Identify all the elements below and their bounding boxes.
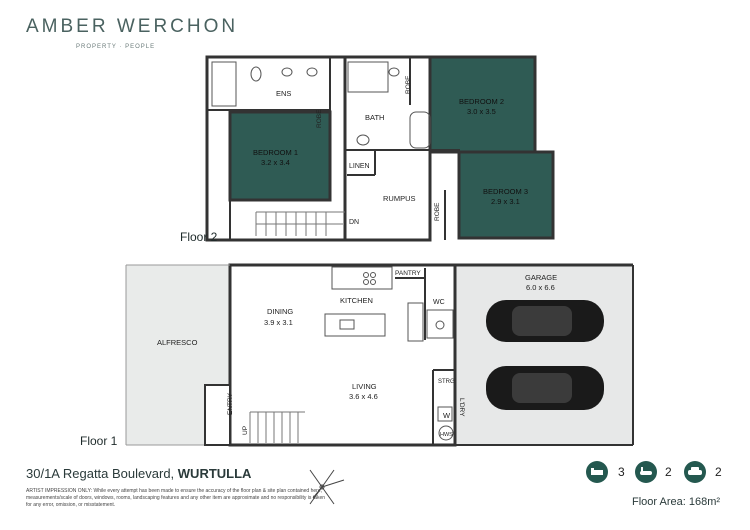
label-living: LIVING [352,382,377,391]
label-dining-dim: 3.9 x 3.1 [264,318,293,327]
label-robe-3: ROBE [434,202,441,221]
address-street: 30/1A Regatta Boulevard, [26,466,178,481]
label-bedroom-1-dim: 3.2 x 3.4 [261,158,290,167]
label-linen: LINEN [349,163,370,170]
label-bedroom-2-dim: 3.0 x 3.5 [467,107,496,116]
floor1-wall [228,263,457,447]
car-icon [486,300,604,410]
label-bedroom-1: BEDROOM 1 [253,148,298,157]
label-bedroom-3-dim: 2.9 x 3.1 [491,197,520,206]
label-bedroom-3: BEDROOM 3 [483,187,528,196]
bed-icon [586,461,608,483]
bedroom-3-area [457,150,555,240]
bed-count: 3 [618,465,625,479]
label-bath: BATH [365,113,384,122]
label-garage-dim: 6.0 x 6.6 [526,283,555,292]
bath-icon [635,461,657,483]
label-dn: DN [349,219,359,226]
address-suburb: WURTULLA [177,466,252,481]
bedroom-2-area [428,55,537,154]
brand-name: AMBER WERCHON [26,16,239,37]
label-pantry: PANTRY [395,270,421,277]
bath-count: 2 [665,465,672,479]
label-bedroom-2: BEDROOM 2 [459,97,504,106]
label-entry: ENTRY [227,392,234,415]
floor2-wall-mid-block [343,55,432,242]
car-count: 2 [715,465,722,479]
label-rumpus: RUMPUS [383,194,416,203]
label-living-dim: 3.6 x 4.6 [349,392,378,401]
floor-area: Floor Area: 168m² [632,496,721,508]
label-garage: GARAGE [525,273,557,282]
floor-1-label: Floor 1 [80,434,118,448]
floor-2-plan: ENS BATH ROBE ROBE ROBE LINEN RUMPUS DN … [205,55,555,242]
label-strg: STRG [438,379,455,385]
car-icon [684,461,706,483]
property-address: 30/1A Regatta Boulevard, WURTULLA [26,466,251,481]
garage-area [455,265,633,445]
label-hws: HWS [440,432,453,438]
label-kitchen: KITCHEN [340,296,373,305]
brand-tagline: PROPERTY · PEOPLE [76,44,156,50]
label-alfresco: ALFRESCO [157,338,198,347]
disclaimer: ARTIST IMPRESSION ONLY: While every atte… [26,488,326,508]
floor-2-label: Floor 2 [180,230,218,244]
label-robe-1: ROBE [316,109,323,128]
label-ldry: L'DRY [458,398,465,417]
floor-1-plan: PANTRY GARAGE 6.0 x 6.6 KITCHEN DINING 3… [125,263,634,447]
label-wc: WC [433,299,445,306]
label-robe-2: ROBE [405,75,412,94]
label-dining: DINING [267,307,293,316]
label-ens: ENS [276,89,291,98]
label-up: UP [242,426,249,435]
compass-icon [309,469,345,505]
label-w: W [443,411,451,420]
